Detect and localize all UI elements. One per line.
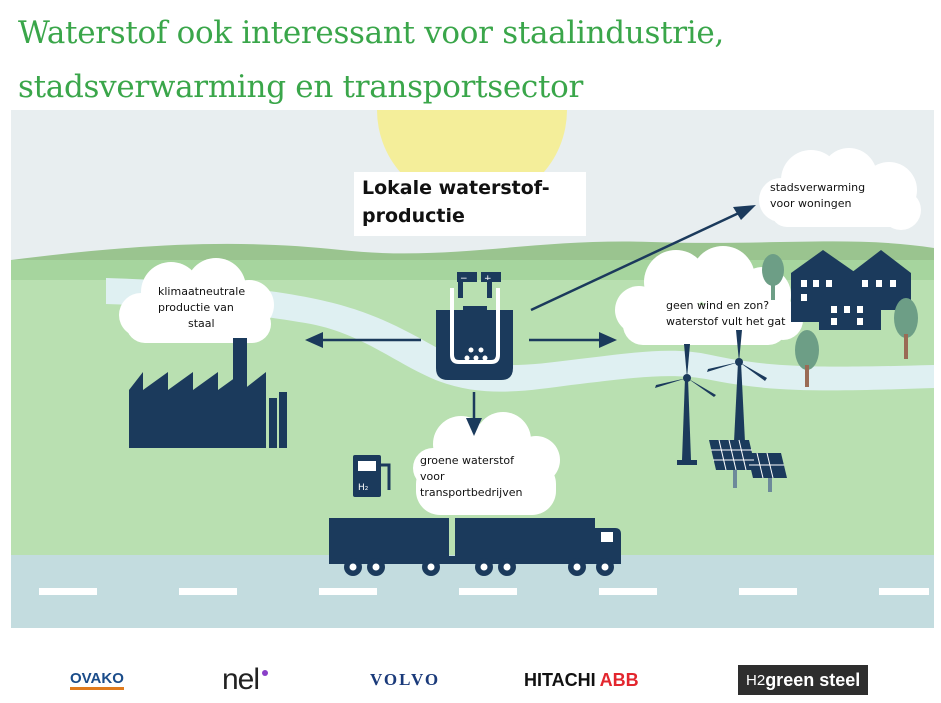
truck-icon [329, 518, 621, 564]
truck-wheels [344, 558, 614, 576]
truck-window [601, 532, 613, 542]
steel-label: klimaatneutrale productie van staal [158, 285, 246, 330]
cloud-steel [119, 258, 274, 343]
river [106, 278, 934, 392]
trees-icon [762, 254, 918, 387]
hydrogen-pump-icon: H₂ [353, 455, 391, 497]
transport-label: groene waterstof voor transportbedrijven [420, 454, 523, 499]
wind-turbines-icon [655, 330, 767, 465]
ovako-logo: OVAKO [70, 662, 124, 698]
nel-logo: nel [222, 662, 269, 698]
center-label-line-2: productie [362, 205, 465, 227]
center-label-line-1: Lokale waterstof- [362, 177, 550, 199]
cloud-heating [759, 148, 921, 230]
title-line-2: stadsverwarming en transportsector [18, 69, 584, 105]
factory-icon [129, 338, 287, 448]
wind-label: geen wind en zon? waterstof vult het gat [666, 299, 786, 328]
title-line-1: Waterstof ook interessant voor staalindu… [18, 15, 724, 51]
volvo-logo: VOLVO [370, 670, 441, 689]
flow-arrows [305, 205, 756, 436]
page-title: Waterstof ook interessant voor staalindu… [18, 6, 928, 114]
pump-h2-label: H₂ [358, 483, 369, 493]
svg-text:−: − [460, 274, 468, 284]
svg-text:+: + [484, 274, 492, 284]
road-markings [39, 588, 929, 595]
hitachi-abb-logo: HITACHI ABB [524, 669, 639, 690]
electrolyser-icon: − + [436, 272, 513, 380]
h2-green-steel-logo: H2 green steel [738, 665, 869, 695]
solar-panels-icon [709, 439, 787, 492]
heating-label: stadsverwarming voor woningen [770, 181, 866, 210]
center-label: Lokale waterstof- productie [354, 172, 586, 236]
nel-dot-icon [262, 670, 269, 676]
